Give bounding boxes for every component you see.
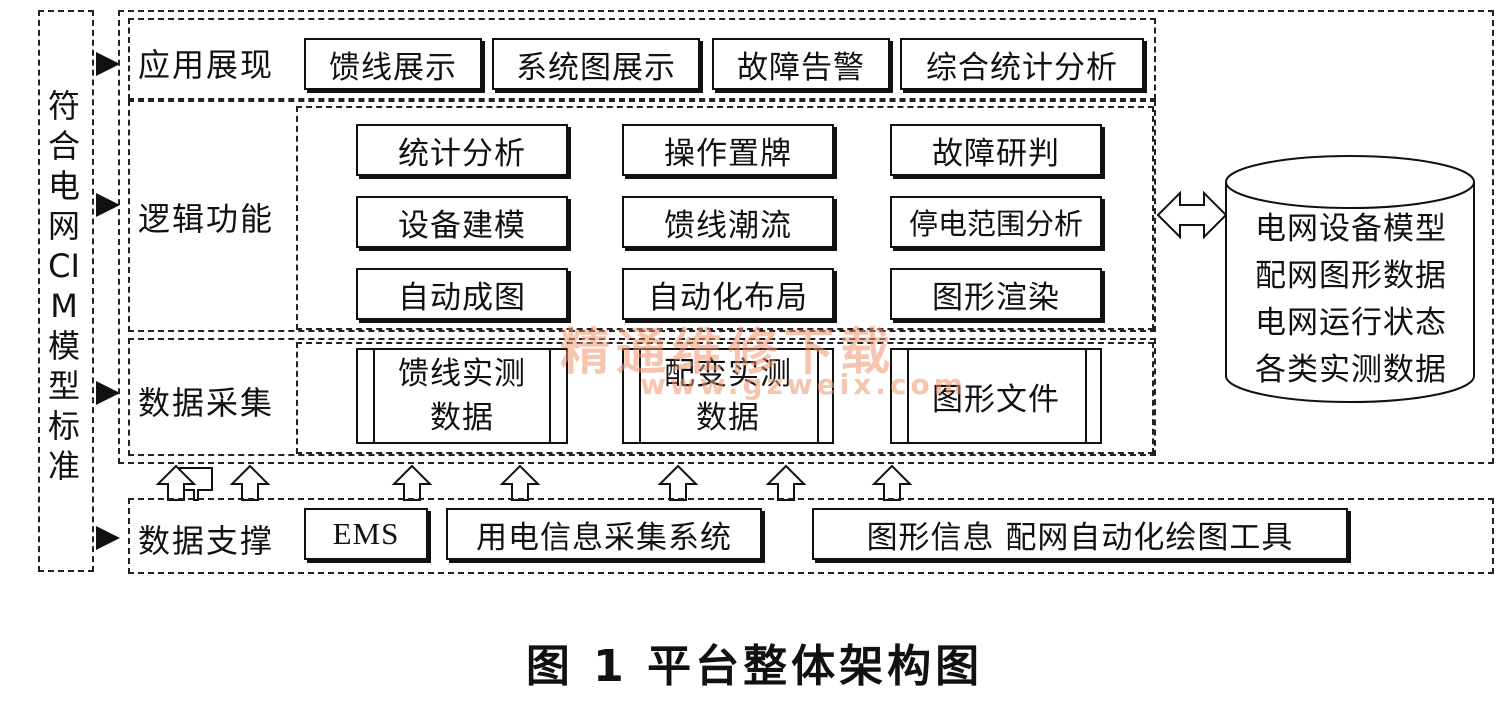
logic-box-auto-mapping: 自动成图 — [356, 268, 568, 320]
logic-box-equipment-modeling: 设备建模 — [356, 196, 568, 248]
support-box-power-info-system: 用电信息采集系统 — [446, 508, 762, 560]
data-box-graphic-file: 图形文件 — [890, 348, 1102, 444]
logic-layer-label: 逻辑功能 — [138, 200, 275, 238]
database-cylinder-icon — [1225, 155, 1475, 403]
logic-box-tag-placement: 操作置牌 — [622, 124, 834, 176]
data-inner-frame — [296, 342, 1154, 454]
data-box-line1: 馈线实测 — [398, 356, 526, 392]
database-line: 各类实测数据 — [1255, 352, 1447, 388]
support-layer-frame — [128, 498, 1494, 574]
data-layer-marker-icon — [96, 381, 120, 405]
data-box-feeder-measurement: 馈线实测 数据 — [356, 348, 568, 444]
up-arrow-icon — [155, 464, 197, 501]
data-layer-frame — [128, 338, 1156, 456]
layer-arrow-markers — [96, 52, 120, 550]
app-layer-label: 应用展现 — [138, 46, 275, 84]
support-layer-label: 数据支撑 — [138, 522, 275, 560]
cim-standard-frame — [38, 10, 94, 572]
app-box-statistics: 综合统计分析 — [900, 38, 1144, 90]
logic-box-outage-analysis: 停电范围分析 — [890, 196, 1102, 248]
app-box-feeder-display: 馈线展示 — [304, 38, 482, 90]
logic-box-feeder-powerflow: 馈线潮流 — [622, 196, 834, 248]
database-contents: 电网设备模型 配网图形数据 电网运行状态 各类实测数据 — [1232, 206, 1470, 394]
up-arrow-icon — [391, 464, 433, 501]
up-arrow-icon — [499, 464, 541, 501]
app-layer-marker-icon — [96, 52, 120, 76]
data-box-line1: 图形文件 — [932, 381, 1060, 418]
data-box-line2: 数据 — [696, 400, 760, 436]
logic-box-statistics: 统计分析 — [356, 124, 568, 176]
app-box-fault-alarm: 故障告警 — [712, 38, 890, 90]
support-box-ems: EMS — [304, 508, 428, 560]
logic-box-auto-layout: 自动化布局 — [622, 268, 834, 320]
app-box-system-diagram: 系统图展示 — [492, 38, 700, 90]
up-arrow-icon — [871, 464, 913, 501]
logic-layer-frame — [128, 100, 1156, 332]
up-arrow-icon — [657, 464, 699, 501]
data-box-line1: 配变实测 — [664, 356, 792, 392]
logic-box-fault-diagnosis: 故障研判 — [890, 124, 1102, 176]
database-line: 电网运行状态 — [1255, 305, 1447, 341]
app-layer-frame — [128, 18, 1156, 100]
support-box-graphic-tools: 图形信息 配网自动化绘图工具 — [812, 508, 1348, 560]
logic-box-graphic-render: 图形渲染 — [890, 268, 1102, 320]
logic-inner-frame — [296, 106, 1154, 330]
support-layer-marker-icon — [96, 526, 120, 550]
up-arrow-icon — [765, 464, 807, 501]
up-arrow-icon — [229, 464, 271, 501]
logic-layer-marker-icon — [96, 193, 120, 217]
cim-standard-label: 符合电网CIM模型标准 — [47, 87, 80, 485]
platform-frame — [118, 10, 1494, 464]
figure-caption: 图 1 平台整体架构图 — [525, 641, 984, 692]
database-line: 电网设备模型 — [1255, 211, 1447, 247]
data-layer-label: 数据采集 — [138, 384, 275, 422]
data-box-line2: 数据 — [430, 400, 494, 436]
watermark-text: 精通维修下载 — [560, 323, 896, 381]
watermark-url: www.gzweix.com — [640, 368, 967, 401]
database-line: 配网图形数据 — [1255, 258, 1447, 294]
data-box-transformer-measurement: 配变实测 数据 — [622, 348, 834, 444]
